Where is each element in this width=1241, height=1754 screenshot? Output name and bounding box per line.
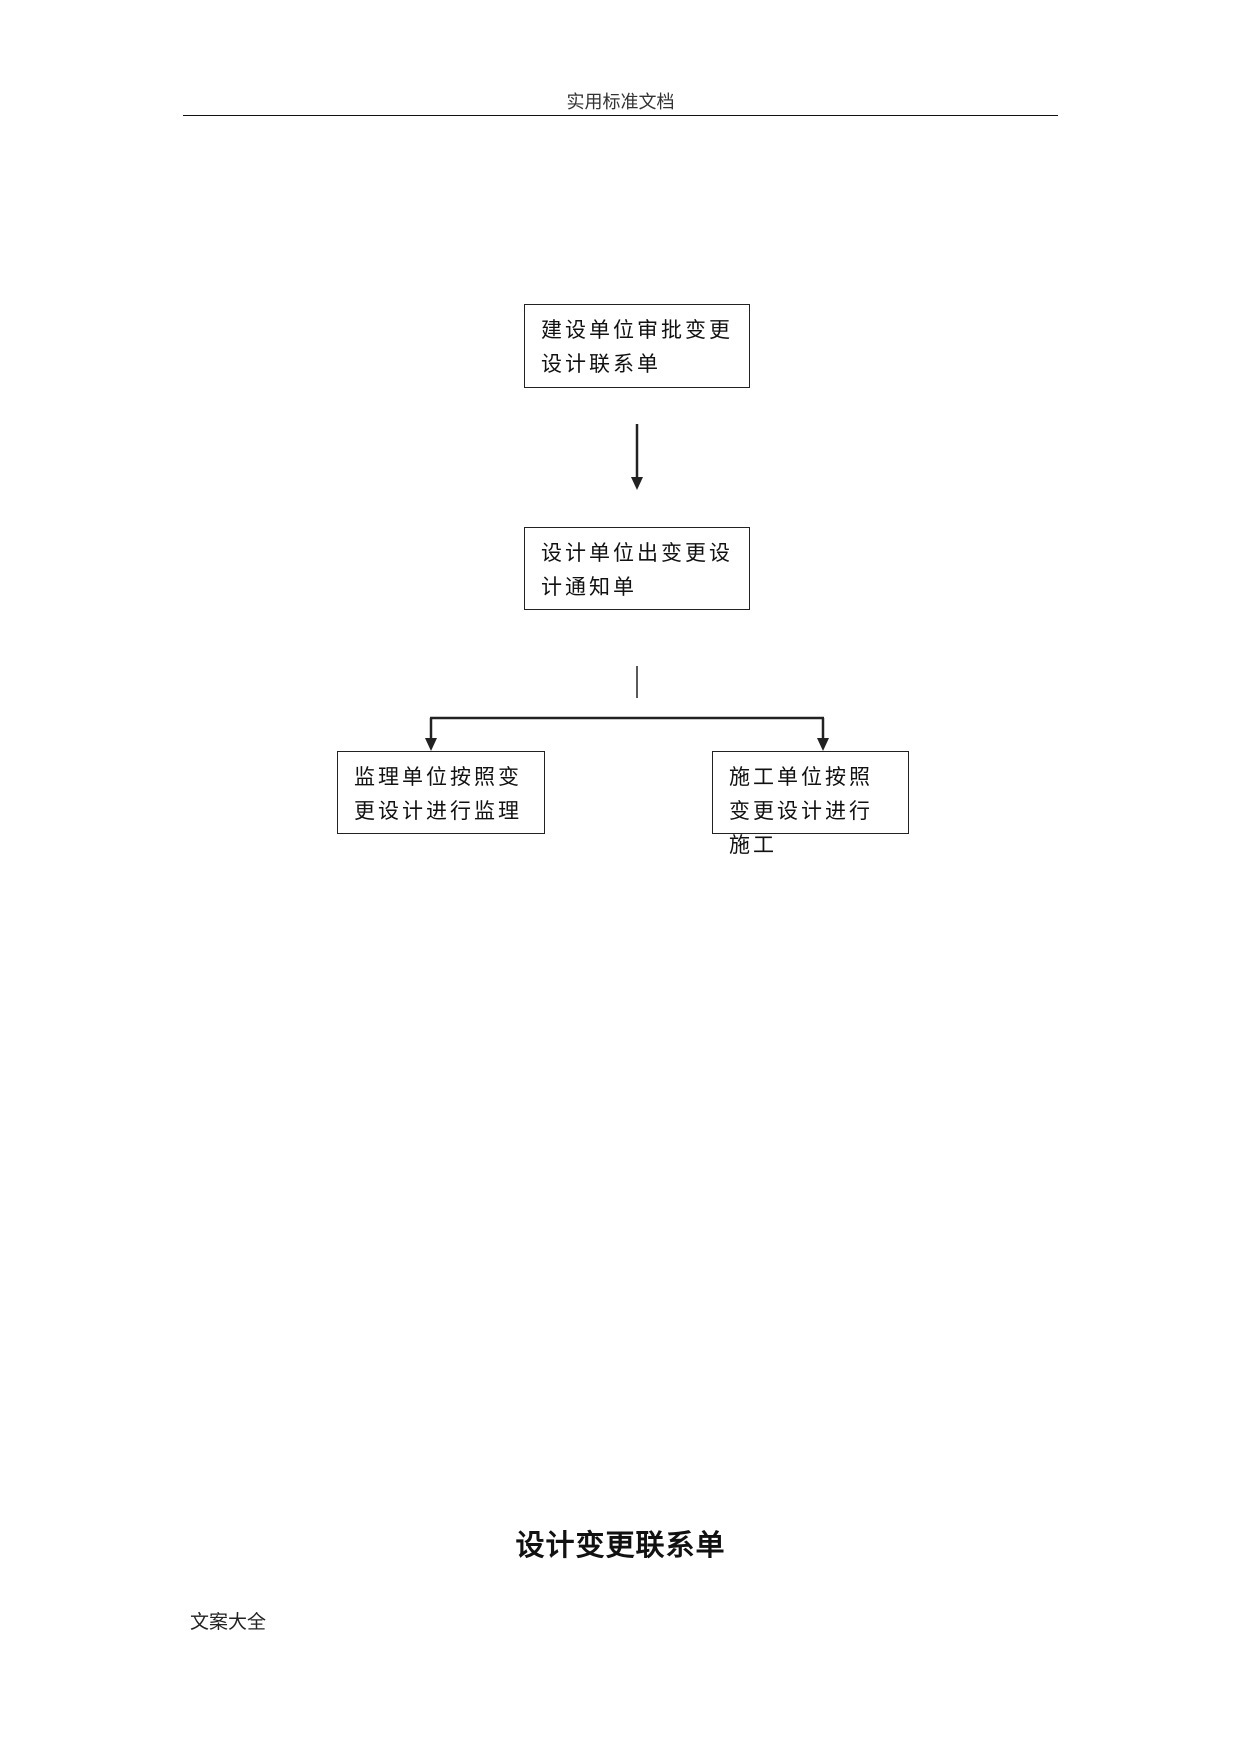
arrowhead-right [817,738,829,751]
arrowhead-step2 [631,477,643,490]
arrowhead-left [425,738,437,751]
header-divider [183,115,1058,116]
flow-step-supervise: 监理单位按照变更设计进行监理 [337,751,545,834]
flow-step-approve: 建设单位审批变更设计联系单 [524,304,750,388]
page-header-title: 实用标准文档 [566,92,675,113]
flow-step-notice: 设计单位出变更设计通知单 [524,527,750,610]
flow-step-construct: 施工单位按照变更设计进行施工 [712,751,909,857]
page-footer-text: 文案大全 [190,1611,267,1633]
document-title: 设计变更联系单 [515,1528,726,1562]
